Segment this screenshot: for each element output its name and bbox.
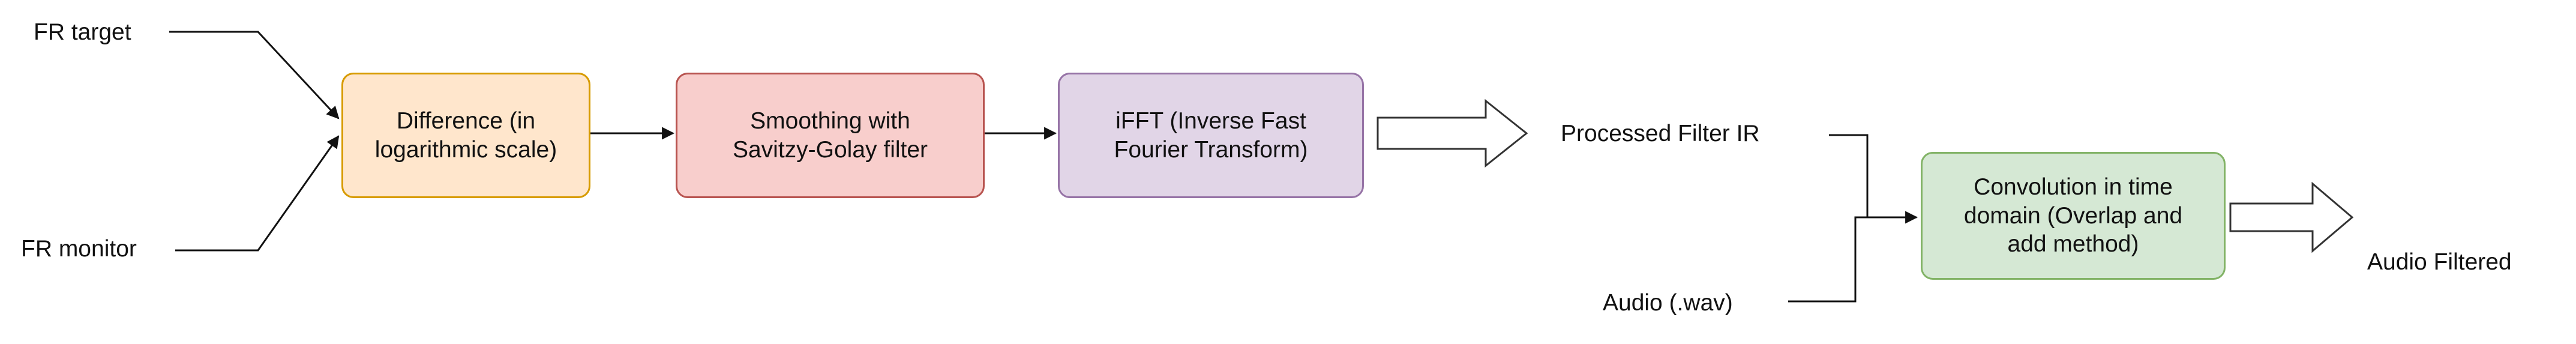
fr-target-label: FR target <box>34 19 131 45</box>
connector-fr-monitor-to-difference <box>175 135 340 252</box>
smoothing-box-line-1: Smoothing with <box>750 107 910 134</box>
hollow-arrow-convolution-output <box>2229 181 2354 253</box>
ifft-box-line-1: iFFT (Inverse Fast <box>1115 107 1306 134</box>
difference-box-line-1: Difference (in <box>396 107 536 134</box>
convolution-box-line-2: domain (Overlap and <box>1963 202 2183 229</box>
convolution-box-line-1: Convolution in time <box>1974 174 2173 201</box>
processed-filter-ir-label: Processed Filter IR <box>1561 121 1760 146</box>
difference-box-line-2: logarithmic scale) <box>374 136 557 163</box>
smoothing-box: Smoothing with Savitzy-Golay filter <box>676 73 985 198</box>
ifft-box: iFFT (Inverse Fast Fourier Transform) <box>1058 73 1364 198</box>
smoothing-box-line-2: Savitzy-Golay filter <box>732 136 928 163</box>
convolution-box: Convolution in time domain (Overlap and … <box>1921 152 2226 280</box>
ifft-box-line-2: Fourier Transform) <box>1114 136 1308 163</box>
audio-wav-label: Audio (.wav) <box>1603 290 1733 316</box>
convolution-box-line-3: add method) <box>2007 231 2139 258</box>
connector-audio-wav-to-convolution <box>1788 216 1867 303</box>
audio-filtered-label: Audio Filtered <box>2367 249 2512 275</box>
difference-box: Difference (in logarithmic scale) <box>341 73 590 198</box>
connector-processed-ir-to-convolution <box>1829 134 1918 224</box>
fr-monitor-label: FR monitor <box>21 236 137 262</box>
connector-fr-target-to-difference <box>169 31 340 119</box>
hollow-arrow-ifft-output <box>1377 98 1528 168</box>
